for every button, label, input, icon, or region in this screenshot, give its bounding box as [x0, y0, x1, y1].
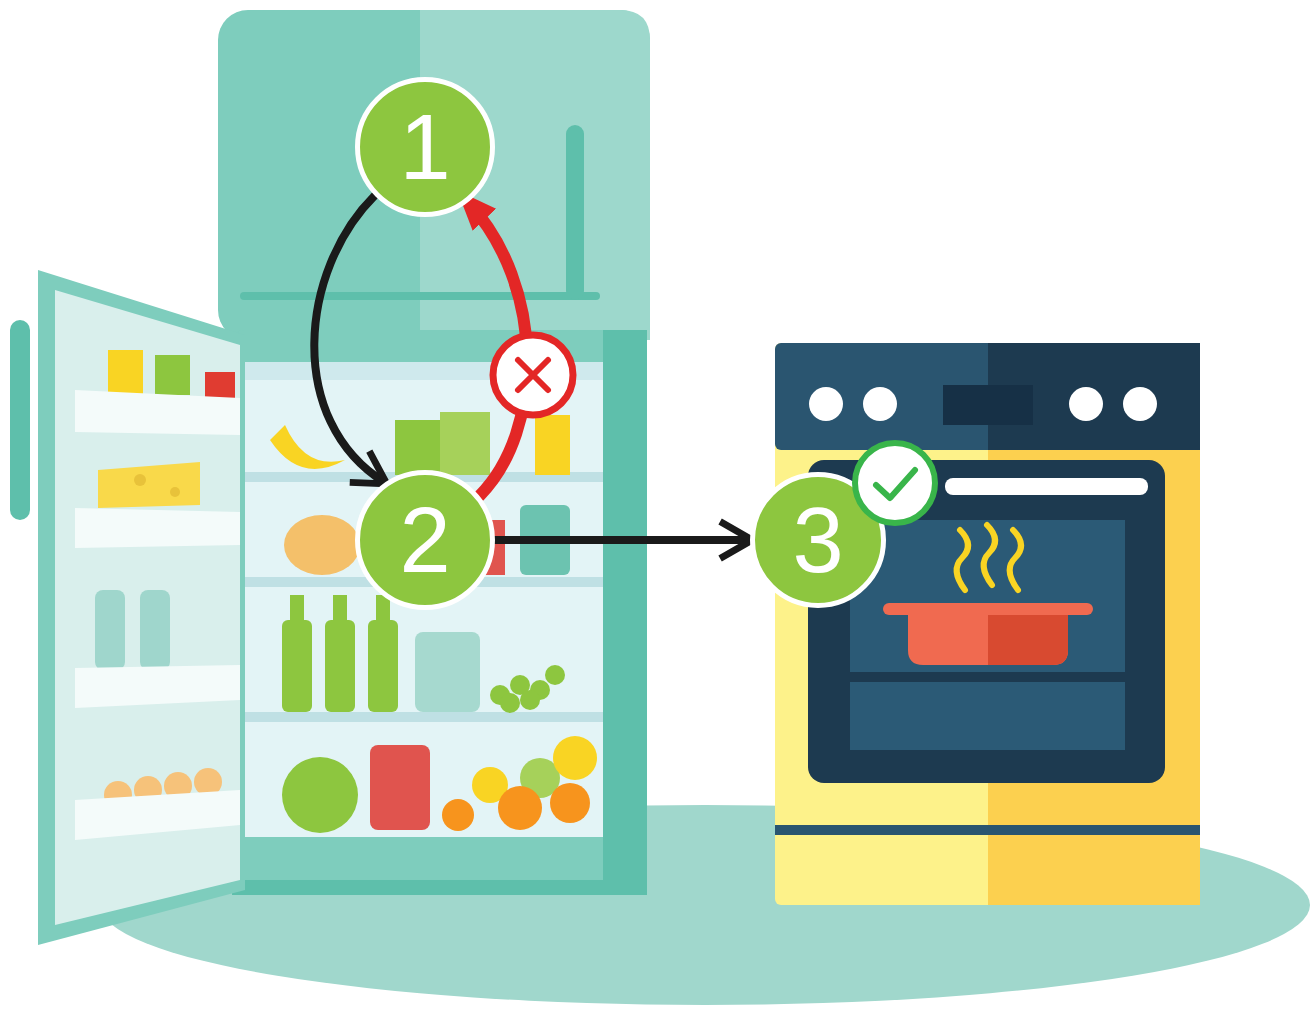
door-inner	[55, 290, 240, 925]
fruit	[553, 736, 597, 780]
flow-arrow	[468, 202, 527, 496]
check-mark	[876, 470, 915, 498]
step-circle: 1	[355, 77, 495, 217]
pot-shade	[988, 615, 1068, 665]
oven-rack	[850, 672, 1125, 682]
fridge	[232, 330, 647, 895]
pot	[908, 615, 1068, 665]
knob	[863, 387, 897, 421]
knob	[1069, 387, 1103, 421]
jar	[415, 632, 480, 712]
bottle-neck	[333, 595, 347, 625]
knob	[809, 387, 843, 421]
fridge-door	[10, 270, 245, 945]
door-bin	[75, 665, 240, 708]
grape	[500, 693, 520, 713]
stove-body	[775, 343, 1200, 905]
bottle-neck	[290, 595, 304, 625]
cheese	[98, 462, 200, 508]
bottle	[95, 590, 125, 670]
check-badge	[855, 443, 935, 523]
jar	[370, 745, 430, 830]
steam	[957, 530, 968, 590]
freezer-body	[218, 10, 650, 340]
oven-window	[850, 520, 1125, 750]
knob	[1123, 387, 1157, 421]
shelf	[245, 712, 603, 722]
grape	[545, 665, 565, 685]
fridge-side	[603, 330, 647, 895]
step-circle: 2	[355, 470, 495, 610]
chicken	[284, 515, 360, 575]
fruit	[442, 799, 474, 831]
cross-badge	[493, 335, 573, 415]
fruit	[498, 786, 542, 830]
carton	[535, 415, 570, 475]
flow-arrow	[314, 196, 385, 483]
freezer-ledge	[240, 292, 600, 300]
freezer	[218, 10, 650, 340]
stove	[775, 343, 1200, 905]
bottle	[282, 620, 312, 712]
fridge-base	[232, 880, 647, 895]
step-number: 3	[792, 494, 843, 586]
freezer-handle	[566, 125, 584, 300]
cross-mark	[518, 360, 548, 390]
door-bin	[75, 508, 240, 548]
control-panel	[775, 343, 1200, 450]
step-number: 1	[399, 101, 450, 193]
step-number: 2	[399, 494, 450, 586]
display	[943, 385, 1033, 425]
steam	[984, 525, 995, 585]
door-handle	[10, 320, 30, 520]
carton	[108, 350, 143, 395]
door-bin	[75, 790, 240, 840]
fridge-interior	[245, 362, 603, 837]
steam	[1010, 530, 1021, 590]
stove-stripe	[775, 825, 1200, 835]
bottle	[140, 590, 170, 670]
door-panel	[38, 270, 245, 945]
pot-rim	[883, 603, 1093, 615]
cabbage	[282, 757, 358, 833]
bottle	[325, 620, 355, 712]
grape	[520, 690, 540, 710]
flow-arrow	[495, 536, 750, 544]
cheese-hole	[170, 487, 180, 497]
carton	[155, 355, 190, 395]
fridge-body	[232, 330, 647, 895]
oven-handle	[945, 478, 1148, 495]
door-bin	[75, 390, 240, 435]
fruit	[550, 783, 590, 823]
bottle	[368, 620, 398, 712]
box	[440, 412, 490, 475]
step-circle: 3	[750, 472, 886, 608]
fridge-light	[245, 362, 603, 380]
cheese-hole	[134, 474, 146, 486]
